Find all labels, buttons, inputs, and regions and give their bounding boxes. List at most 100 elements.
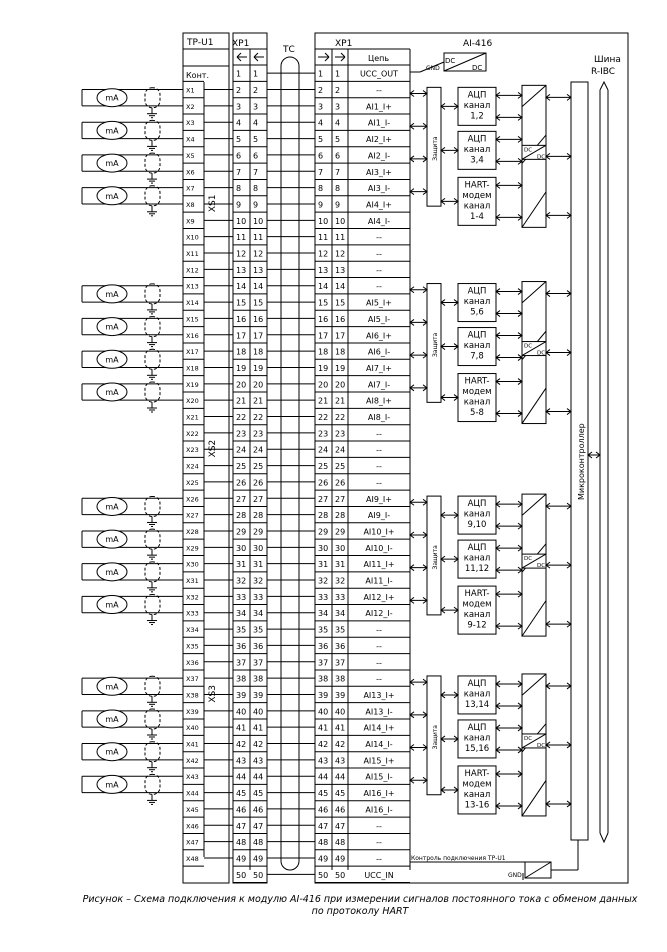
xp1-right-pin-col2: 39: [335, 691, 345, 700]
xp1-right-pin-col1: 50: [318, 871, 328, 880]
xp1-right-pin-col1: 2: [318, 86, 323, 95]
protection-block: [426, 86, 442, 207]
xp1-right-pin-col2: 32: [335, 577, 345, 586]
terminal-label: X29: [186, 544, 199, 552]
adc-block-text: АЦП: [468, 543, 487, 553]
hart-modem-block-text: HART-: [465, 180, 490, 190]
adc-block-text: АЦП: [468, 90, 487, 100]
xp1-right-pin-col2: 21: [335, 397, 345, 406]
xp1-right-pin-col2: 30: [335, 544, 345, 553]
xp1-left-pin-col2: 40: [253, 707, 263, 716]
cable-shield: [144, 561, 161, 583]
channel-dcdc-label-2: DC: [537, 351, 545, 357]
channel-dcdc-label-2: DC: [537, 743, 545, 749]
dcdc-dc-label-2: DC: [472, 64, 482, 72]
milliammeter-label: mA: [105, 601, 119, 610]
hart-modem-block-text: модем: [462, 779, 491, 789]
channel-dcdc-label-1: DC: [524, 736, 532, 742]
terminal-label: X12: [186, 266, 199, 274]
xp1-left-pin-col1: 15: [236, 299, 246, 308]
signal-name: AI16_I-: [365, 805, 392, 814]
signal-name: --: [376, 282, 382, 291]
xp1-left-pin-col1: 43: [236, 756, 246, 765]
hart-modem-block-text: HART-: [465, 377, 490, 387]
adc-block-text: канал: [464, 510, 491, 520]
signal-name: AI9_I+: [366, 495, 392, 504]
signal-name: AI12_I+: [363, 593, 394, 602]
xp1-right-pin-col2: 35: [335, 626, 345, 635]
signal-name: --: [376, 250, 382, 259]
channel-dcdc-label-2: DC: [537, 154, 545, 160]
xp1-right-pin-col2: 41: [335, 724, 345, 733]
protection-label: Защита: [432, 545, 439, 570]
signal-name: --: [376, 446, 382, 455]
xp1-left-pin-col2: 10: [253, 217, 263, 226]
signal-name: --: [376, 675, 382, 684]
xp1-right-pin-col2: 19: [335, 364, 345, 373]
xp1-left-pin-col2: 6: [253, 151, 258, 160]
xp1-right-pin-col1: 18: [318, 348, 328, 357]
terminal-label: X27: [186, 512, 199, 520]
xp1-right-pin-col2: 6: [335, 151, 340, 160]
xp1-left-pin-col2: 44: [253, 773, 263, 782]
xp1-right-pin-col2: 34: [335, 609, 345, 618]
xp1-left-pin-col2: 5: [253, 135, 258, 144]
xp1-left-pin-col1: 45: [236, 789, 246, 798]
signal-name: AI13_I+: [363, 691, 394, 700]
xp1-left-pin-col2: 23: [253, 429, 263, 438]
signal-name: --: [376, 478, 382, 487]
cable-shield: [144, 773, 161, 795]
terminal-label: X37: [186, 675, 199, 683]
xp1-right-pin-col2: 4: [335, 119, 340, 128]
xp1-left-pin-col1: 17: [236, 331, 246, 340]
xp1-left-pin-col2: 33: [253, 593, 263, 602]
terminal-label: X2: [186, 103, 195, 111]
signal-name: AI6_I+: [366, 331, 392, 340]
xp1-left-pin-col2: 12: [253, 250, 263, 259]
terminal-label: X20: [186, 397, 199, 405]
hart-modem-block-text: 13-16: [465, 800, 490, 810]
terminal-label: X48: [186, 855, 199, 863]
adc-block-text: 1,2: [470, 111, 484, 121]
cable-shield: [144, 185, 161, 207]
terminal-label: X41: [186, 741, 199, 749]
xp1-right-pin-col1: 17: [318, 331, 328, 340]
terminal-label: X4: [186, 136, 195, 144]
adc-block-text: канал: [464, 341, 491, 351]
xp1-right-pin-col1: 47: [318, 822, 328, 831]
xp1-right-pin-col2: 23: [335, 429, 345, 438]
signal-name: AI8_I-: [368, 413, 390, 422]
terminal-label: X24: [186, 463, 199, 471]
adc-block-text: АЦП: [468, 679, 487, 689]
xp1-right-pin-col1: 9: [318, 200, 323, 209]
xp1-left-pin-col1: 8: [236, 184, 241, 193]
cable-shield: [144, 381, 161, 403]
signal-name: AI4_I-: [368, 217, 390, 226]
hart-modem-block-text: модем: [462, 191, 491, 201]
terminal-label: X46: [186, 822, 199, 830]
xp1-left-pin-col1: 5: [236, 135, 241, 144]
protection-block: [426, 283, 442, 403]
xp1-left-pin-col2: 16: [253, 315, 263, 324]
xp1-left-pin-col1: 49: [236, 854, 246, 863]
xp1-left-pin-col1: 12: [236, 250, 246, 259]
xp1-left-pin-col1: 2: [236, 86, 241, 95]
xp1-left-pin-col1: 31: [236, 560, 246, 569]
milliammeter-label: mA: [105, 388, 119, 397]
milliammeter-label: mA: [105, 94, 119, 103]
milliammeter-label: mA: [105, 535, 119, 544]
adc-block-text: АЦП: [468, 287, 487, 297]
xp1-right-pin-col1: 46: [318, 805, 328, 814]
milliammeter: [96, 153, 128, 173]
terminal-label: X3: [186, 119, 195, 127]
xp1-left-pin-col1: 16: [236, 315, 246, 324]
terminal-label: X40: [186, 724, 199, 732]
milliammeter: [96, 120, 128, 140]
xp1-right-pin-col1: 16: [318, 315, 328, 324]
xp1-right-pin-col2: 48: [335, 838, 345, 847]
xp1-right-pin-col2: 8: [335, 184, 340, 193]
xp1-right-pin-col1: 45: [318, 789, 328, 798]
microcontroller-label: Микроконтроллер: [577, 423, 586, 500]
xp1-right-pin-col1: 43: [318, 756, 328, 765]
cable-shield: [144, 708, 161, 730]
